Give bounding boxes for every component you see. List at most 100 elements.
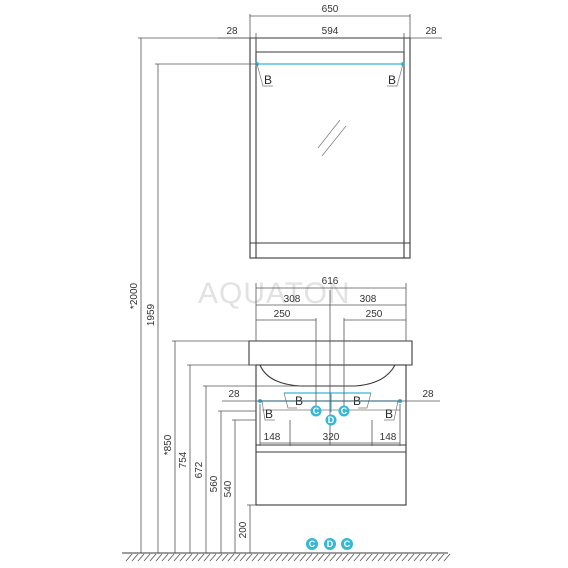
floor-hatch-mark	[299, 553, 307, 562]
floor-hatch-mark	[221, 553, 229, 562]
dim-sink-offset-right: 250	[366, 309, 383, 320]
floor-hatch-mark	[323, 553, 331, 562]
floor-hatch-mark	[203, 553, 211, 562]
floor-hatch-mark	[377, 553, 385, 562]
floor-hatch-mark	[137, 553, 145, 562]
floor-hatch-mark	[365, 553, 373, 562]
floor-hatch-mark	[263, 553, 271, 562]
legend-marker-c-left	[306, 538, 318, 550]
floor-hatch-mark	[173, 553, 181, 562]
vanity-unit: B B B B C C D	[248, 290, 413, 506]
svg-text:C: C	[344, 539, 351, 549]
floor-hatch-mark	[149, 553, 157, 562]
floor-hatch-mark	[125, 553, 133, 562]
dim-mirror-side-left: 28	[226, 26, 238, 37]
floor-hatch-mark	[413, 553, 421, 562]
floor-hatch-mark	[293, 553, 301, 562]
height-dimensions: *2000 1959 *850 754 672 560 540 200	[129, 37, 300, 553]
floor-hatch-mark	[179, 553, 187, 562]
dim-mount-center: 320	[323, 432, 340, 443]
floor-hatch-mark	[155, 553, 163, 562]
dim-mirror-top-height: 1959	[146, 303, 157, 326]
floor-hatch-mark	[389, 553, 397, 562]
b-label-cabinet-left-outer: B	[265, 407, 273, 421]
dim-sink-width: 616	[322, 276, 339, 287]
marker-c-left	[310, 405, 322, 417]
floor-hatch-mark	[143, 553, 151, 562]
b-label-mirror-right: B	[388, 73, 396, 87]
floor-hatch-mark	[419, 553, 427, 562]
floor-hatch-mark	[443, 553, 451, 562]
floor-hatch-mark	[383, 553, 391, 562]
floor-hatch-mark	[239, 553, 247, 562]
dim-height-754: 754	[178, 451, 189, 468]
floor-hatch-mark	[197, 553, 205, 562]
legend-marker-c-right	[341, 538, 353, 550]
dim-mount-right: 148	[380, 432, 397, 443]
floor-hatch-mark	[131, 553, 139, 562]
floor-hatch-mark	[425, 553, 433, 562]
dim-height-672: 672	[194, 461, 205, 478]
floor-hatch-mark	[329, 553, 337, 562]
floor-hatch-mark	[317, 553, 325, 562]
dim-cabinet-side-right: 28	[422, 389, 434, 400]
b-label-mirror-left: B	[264, 73, 272, 87]
floor-hatch-mark	[209, 553, 217, 562]
dim-mount-left: 148	[264, 432, 281, 443]
dim-cabinet-side-left: 28	[228, 389, 240, 400]
dim-total-height: *2000	[129, 282, 140, 309]
svg-text:D: D	[328, 415, 335, 425]
marker-d	[325, 414, 337, 426]
floor-hatch-mark	[269, 553, 277, 562]
floor-hatch-mark	[431, 553, 439, 562]
floor-hatch-mark	[401, 553, 409, 562]
floor-hatch-mark	[161, 553, 169, 562]
floor-hatch-mark	[251, 553, 259, 562]
floor-hatch-mark	[335, 553, 343, 562]
floor-hatch-mark	[257, 553, 265, 562]
floor-hatch-mark	[359, 553, 367, 562]
floor-hatch-mark	[227, 553, 235, 562]
floor-hatch-mark	[215, 553, 223, 562]
floor-hatch-mark	[347, 553, 355, 562]
floor-hatch-mark	[167, 553, 175, 562]
floor-hatch-mark	[245, 553, 253, 562]
floor-hatch-mark	[191, 553, 199, 562]
mirror-top-dimensions: 650 594 28 28	[218, 4, 442, 52]
dim-mirror-width: 650	[322, 4, 339, 15]
svg-text:C: C	[341, 406, 348, 416]
dim-sink-half-right: 308	[360, 294, 377, 305]
dim-sink-top-height: *850	[163, 434, 174, 455]
mirror-mount-point-right	[401, 62, 405, 66]
dim-sink-offset-left: 250	[274, 309, 291, 320]
b-label-cabinet-right-outer: B	[385, 407, 393, 421]
mirror-glare-icon	[317, 119, 341, 149]
legend-marker-d	[324, 538, 336, 550]
floor-hatch-mark	[305, 553, 313, 562]
floor-hatch-mark	[407, 553, 415, 562]
floor-hatch-mark	[395, 553, 403, 562]
dim-mirror-inner-width: 594	[322, 26, 339, 37]
floor-hatch-mark	[311, 553, 319, 562]
mirror-frame	[249, 37, 411, 259]
dim-height-540: 540	[223, 480, 234, 497]
floor-hatch-mark	[287, 553, 295, 562]
watermark: AQUATON	[198, 277, 351, 310]
mirror-cabinet: B B	[249, 37, 411, 259]
floor-hatch-mark	[437, 553, 445, 562]
svg-text:C: C	[313, 406, 320, 416]
cabinet-body	[255, 364, 407, 506]
svg-text:C: C	[309, 539, 316, 549]
dim-floor-gap: 200	[238, 521, 249, 538]
dim-height-560: 560	[209, 475, 220, 492]
vanity-top-dimensions: 616 308 308 250 250 28 28 148 320 148	[222, 276, 440, 446]
svg-text:D: D	[327, 539, 334, 549]
floor-hatch-mark	[233, 553, 241, 562]
floor-hatch-mark	[185, 553, 193, 562]
floor-hatch-mark	[341, 553, 349, 562]
legend-markers: C D C	[306, 538, 353, 550]
dim-mirror-side-right: 28	[425, 26, 437, 37]
dim-sink-half-left: 308	[284, 294, 301, 305]
floor-hatch-mark	[281, 553, 289, 562]
